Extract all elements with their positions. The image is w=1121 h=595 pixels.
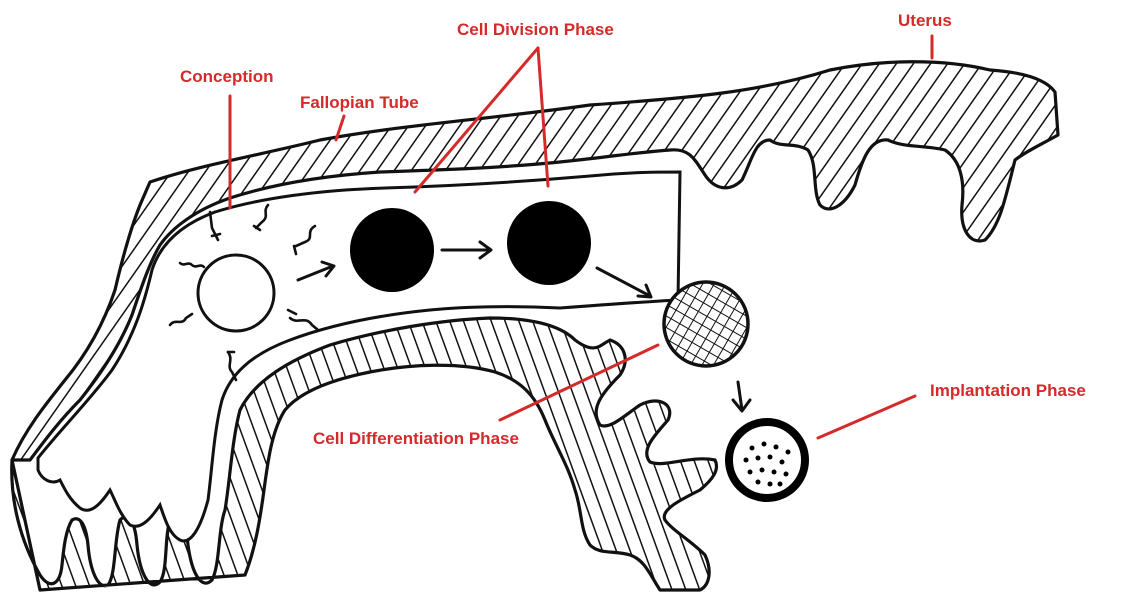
label-cell-differentiation: Cell Differentiation Phase: [313, 429, 519, 448]
label-cell-division: Cell Division Phase: [457, 20, 614, 39]
ovum-circle: [198, 255, 274, 331]
label-conception: Conception: [180, 67, 274, 86]
division-cell-1: [350, 208, 434, 292]
division-cell-2: [507, 201, 591, 285]
implantation-leader: [818, 396, 915, 438]
label-uterus: Uterus: [898, 11, 952, 30]
differentiation-cell: [664, 282, 748, 366]
blastocyst: [729, 422, 805, 498]
label-implantation: Implantation Phase: [930, 381, 1086, 400]
label-fallopian-tube: Fallopian Tube: [300, 93, 419, 112]
